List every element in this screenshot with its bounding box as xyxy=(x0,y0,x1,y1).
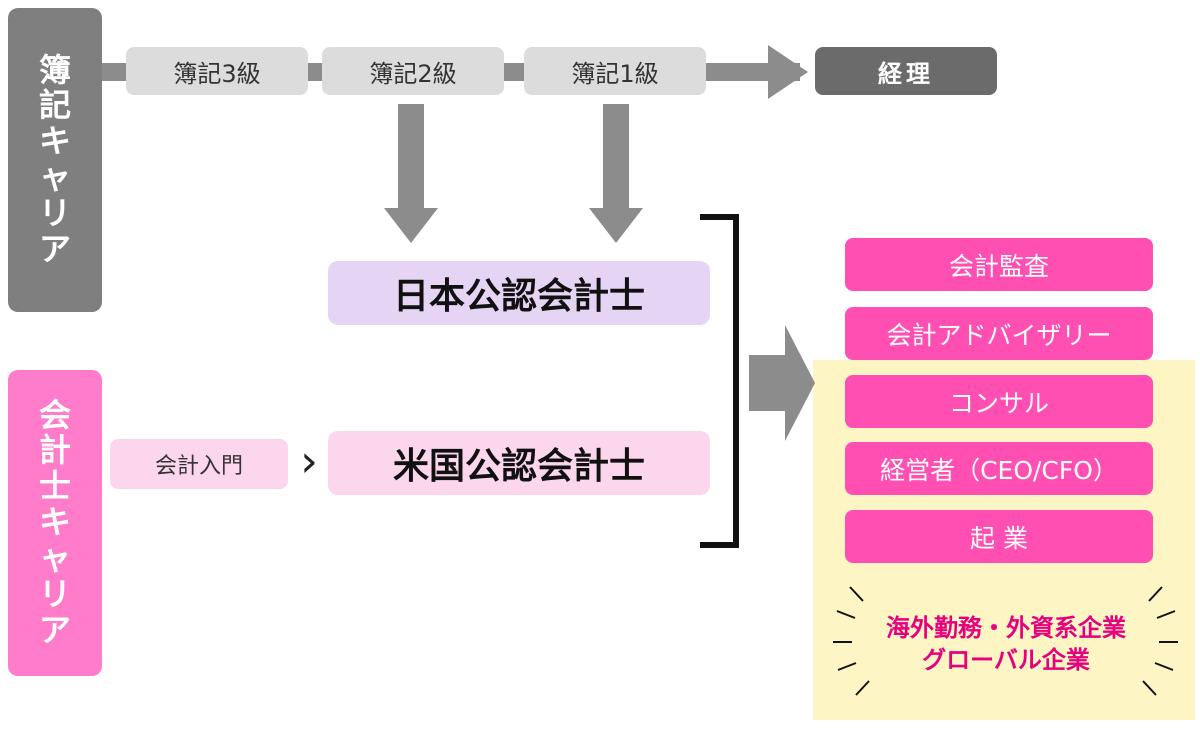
intro-box: 会計入門 xyxy=(110,439,288,489)
kaikeishi-label-char: リ xyxy=(38,574,71,613)
destination-advisory: 会計アドバイザリー xyxy=(845,307,1153,360)
boki-label-char: 簿 xyxy=(38,50,71,89)
kaikeishi-label-char: 計 xyxy=(38,431,71,470)
destination-executive: 経営者（CEO/CFO） xyxy=(845,442,1153,495)
big-arrow-shaft xyxy=(749,355,787,411)
destination-startup: 起 業 xyxy=(845,510,1153,563)
down-arrow-1kyu-head xyxy=(589,208,643,243)
boki-label-char: リ xyxy=(38,193,71,232)
boki-1kyu: 簿記1級 xyxy=(524,47,706,95)
boki-label-char: 記 xyxy=(38,86,71,125)
kaikeishi-label-char: 士 xyxy=(38,467,71,506)
destination-audit: 会計監査 xyxy=(845,238,1153,291)
boki-career-label: 簿 記 キ ャ リ ア xyxy=(8,8,102,312)
global-highlight: 海外勤務・外資系企業 グローバル企業 xyxy=(860,612,1152,682)
down-arrow-2kyu-head xyxy=(384,208,438,243)
kaikeishi-label-char: ャ xyxy=(38,538,71,577)
boki-label-char: キ xyxy=(38,122,71,161)
destination-consulting: コンサル xyxy=(845,375,1153,428)
down-arrow-2kyu-shaft xyxy=(398,104,424,210)
keiri-box: 経理 xyxy=(815,47,997,95)
uscpa-box: 米国公認会計士 xyxy=(328,431,710,495)
boki-label-char: ャ xyxy=(38,158,71,196)
highlight-line-2: グローバル企業 xyxy=(922,646,1090,675)
kaikeishi-label-char: 会 xyxy=(38,395,71,434)
kaikeishi-label-char: キ xyxy=(38,503,71,542)
kaikeishi-career-label: 会 計 士 キ ャ リ ア xyxy=(8,370,102,676)
jcpa-box: 日本公認会計士 xyxy=(328,261,710,325)
down-arrow-1kyu-shaft xyxy=(603,104,629,210)
highlight-line-1: 海外勤務・外資系企業 xyxy=(886,614,1126,642)
burst-lines xyxy=(833,586,1178,696)
boki-3kyu: 簿記3級 xyxy=(126,47,308,95)
arrow-to-keiri xyxy=(768,45,808,99)
chevron-right-icon: › xyxy=(300,436,318,487)
boki-label-char: ア xyxy=(38,229,71,268)
boki-2kyu: 簿記2級 xyxy=(322,47,504,95)
bracket xyxy=(700,214,739,548)
big-arrow-head xyxy=(785,325,815,441)
kaikeishi-label-char: ア xyxy=(38,610,71,649)
